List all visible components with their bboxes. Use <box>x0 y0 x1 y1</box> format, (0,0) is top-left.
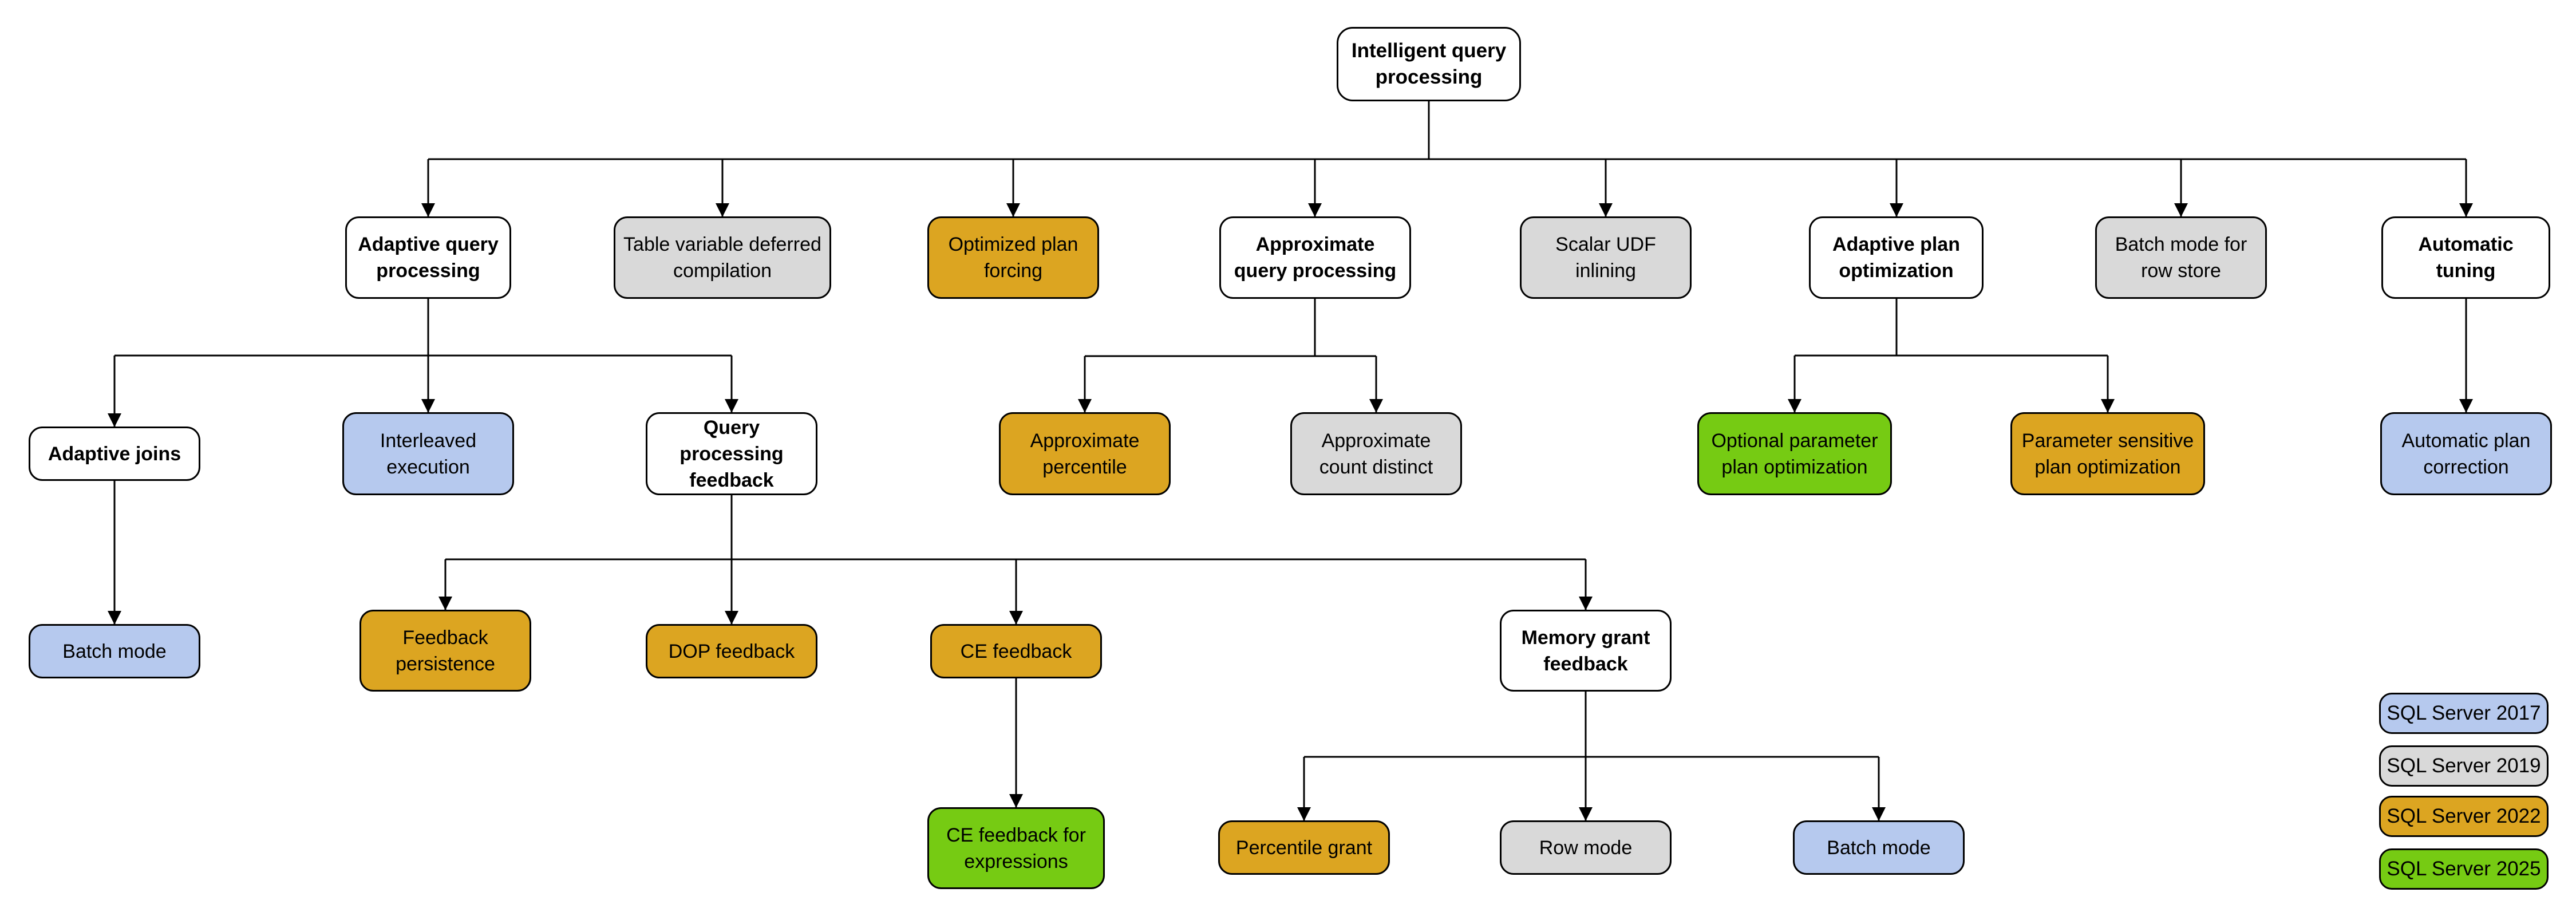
node-dop-feedback: DOP feedback <box>646 624 817 678</box>
node-adaptive-query-processing: Adaptive query processing <box>345 216 511 299</box>
node-optional-parameter-plan-optimization: Optional parameter plan optimization <box>1697 412 1892 495</box>
node-feedback-persistence: Feedback persistence <box>359 610 531 692</box>
node-intelligent-query-processing: Intelligent query processing <box>1337 27 1521 101</box>
node-ce-feedback: CE feedback <box>930 624 1102 678</box>
node-row-mode: Row mode <box>1500 820 1672 875</box>
node-ce-feedback-for-expressions: CE feedback for expressions <box>927 807 1105 889</box>
node-parameter-sensitive-plan-optimization: Parameter sensitive plan optimization <box>2010 412 2205 495</box>
legend-sql-server-2025: SQL Server 2025 <box>2379 848 2549 890</box>
node-automatic-plan-correction: Automatic plan correction <box>2380 412 2552 495</box>
node-scalar-udf-inlining: Scalar UDF inlining <box>1520 216 1692 299</box>
node-interleaved-execution: Interleaved execution <box>342 412 514 495</box>
connectors <box>108 101 2473 821</box>
node-batch-mode-for-row-store: Batch mode for row store <box>2095 216 2267 299</box>
legend-sql-server-2017: SQL Server 2017 <box>2379 693 2549 734</box>
node-memory-grant-feedback: Memory grant feedback <box>1500 610 1672 692</box>
node-approximate-query-processing: Approximate query processing <box>1219 216 1411 299</box>
node-adaptive-plan-optimization: Adaptive plan optimization <box>1809 216 1984 299</box>
node-table-variable-deferred-compilation: Table variable deferred compilation <box>614 216 831 299</box>
legend-sql-server-2019: SQL Server 2019 <box>2379 745 2549 787</box>
node-batch-mode-adaptive-joins: Batch mode <box>29 624 200 678</box>
node-query-processing-feedback: Query processing feedback <box>646 412 817 495</box>
node-optimized-plan-forcing: Optimized plan forcing <box>927 216 1099 299</box>
node-batch-mode-memory-grant: Batch mode <box>1793 820 1965 875</box>
node-percentile-grant: Percentile grant <box>1218 820 1390 875</box>
node-approximate-percentile: Approximate percentile <box>999 412 1171 495</box>
node-automatic-tuning: Automatic tuning <box>2381 216 2550 299</box>
legend-sql-server-2022: SQL Server 2022 <box>2379 796 2549 837</box>
node-adaptive-joins: Adaptive joins <box>29 427 200 481</box>
node-approximate-count-distinct: Approximate count distinct <box>1290 412 1462 495</box>
